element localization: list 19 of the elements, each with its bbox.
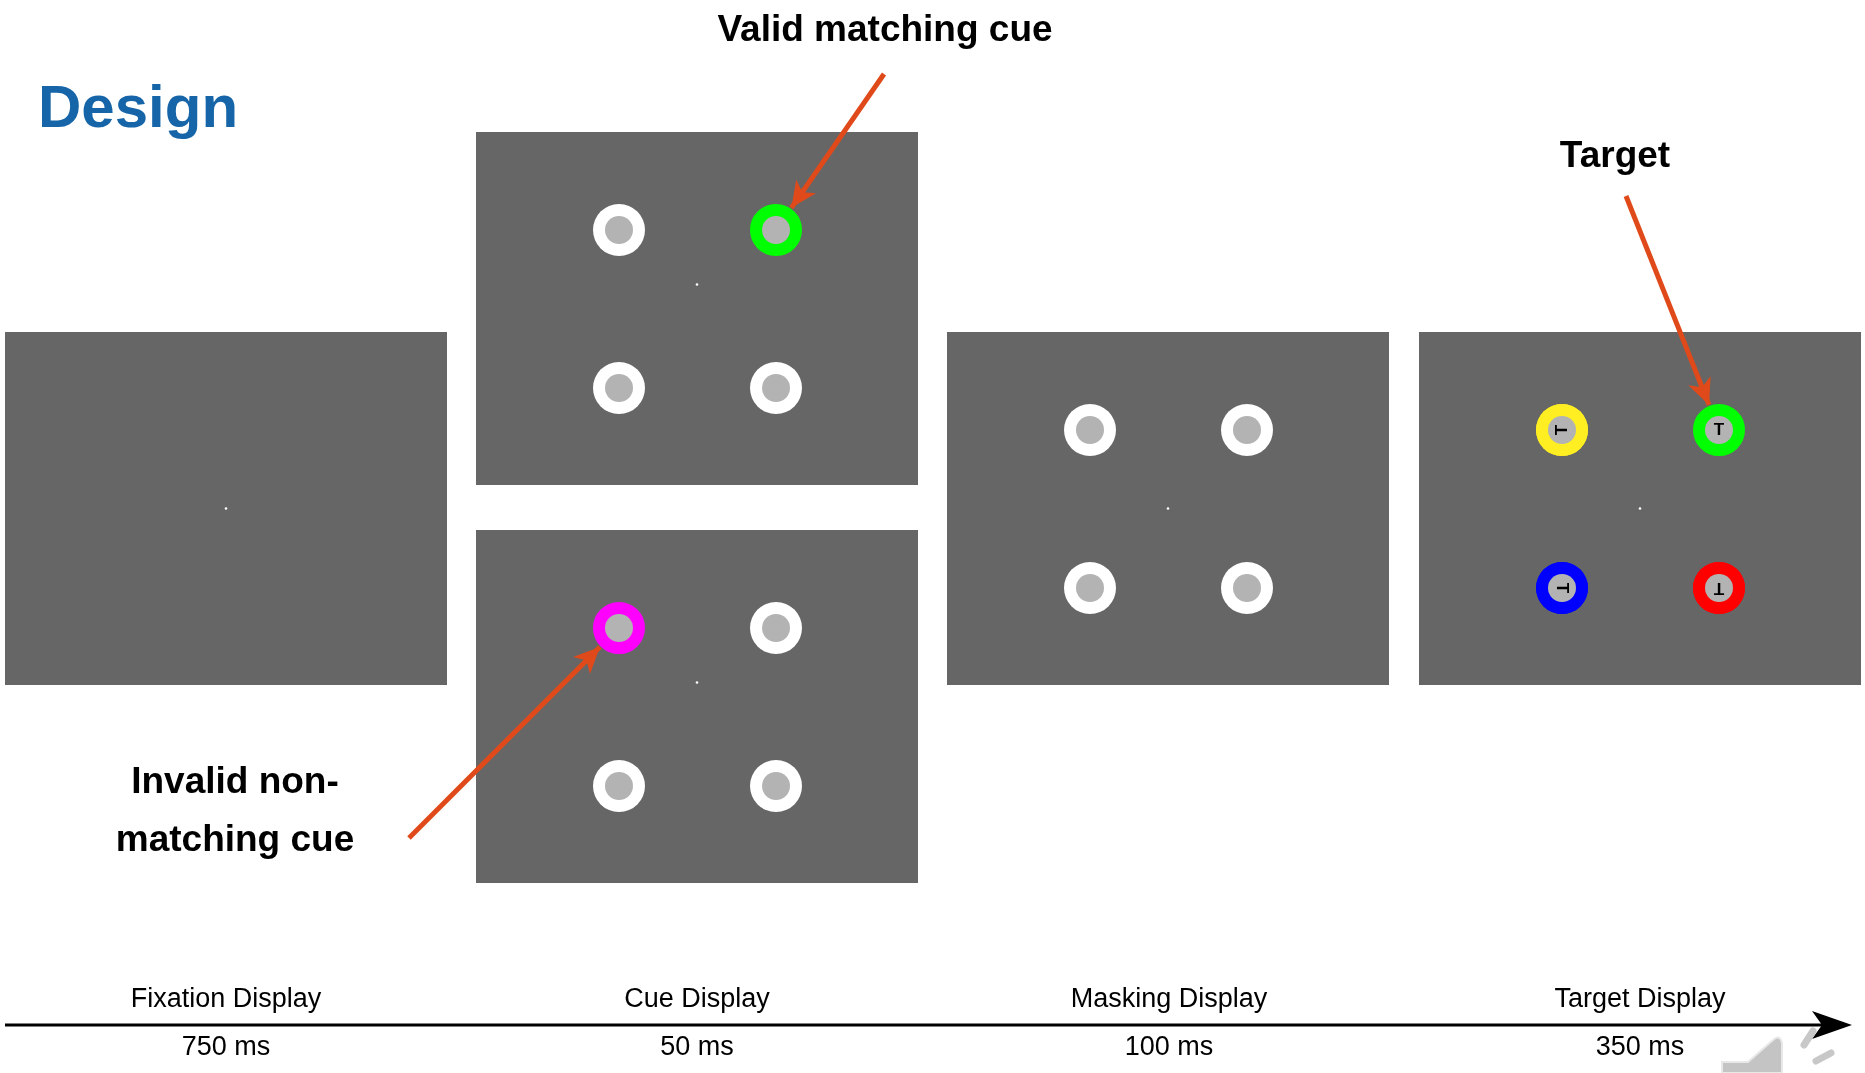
duration-text: 50 ms xyxy=(659,1031,735,1062)
duration-text: 100 ms xyxy=(1123,1031,1215,1062)
target-letter: T xyxy=(1712,578,1726,598)
target-letter: T xyxy=(1552,423,1572,438)
display-name: Masking Display xyxy=(1069,983,1269,1014)
target-letter: T xyxy=(1552,581,1572,596)
callout-text: Target xyxy=(1500,126,1730,184)
leader-arrow xyxy=(789,72,887,210)
target-letter: T xyxy=(1712,420,1726,440)
display-name: Fixation Display xyxy=(129,983,323,1014)
callout-text: Valid matching cue xyxy=(660,0,1110,58)
callout-text: Invalid non-matching cue xyxy=(85,752,385,868)
duration-text: 350 ms xyxy=(1594,1031,1686,1062)
display-name: Target Display xyxy=(1553,983,1727,1014)
display-name: Cue Display xyxy=(623,983,771,1014)
duration-text: 750 ms xyxy=(180,1031,272,1062)
leader-arrow xyxy=(1623,195,1712,406)
title: Design xyxy=(38,72,239,141)
leader-arrow xyxy=(407,645,602,840)
